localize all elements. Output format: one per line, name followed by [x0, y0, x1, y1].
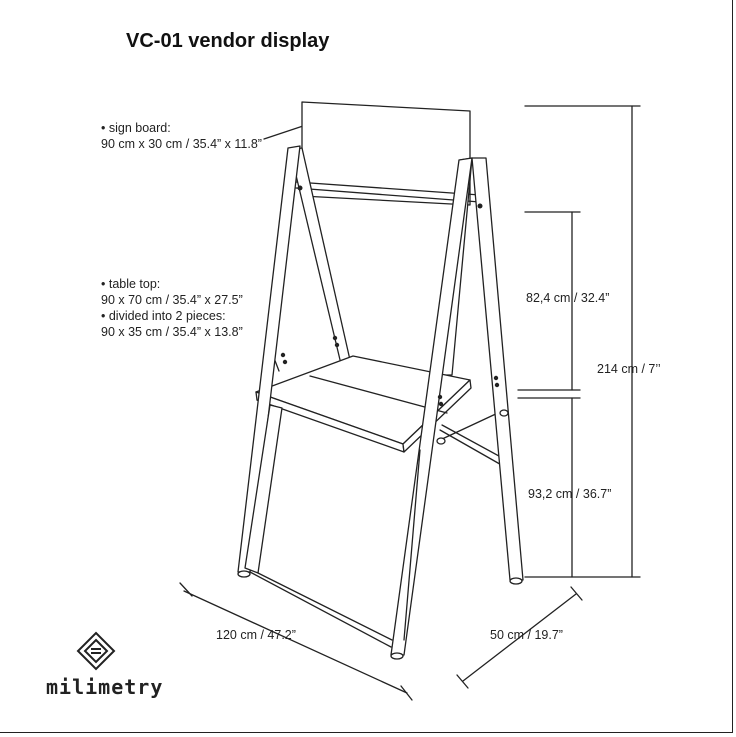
hinge-bolts: [280, 185, 500, 407]
depth-label: 50 cm / 19.7”: [490, 628, 563, 642]
upper-height-label: 82,4 cm / 32.4”: [526, 291, 610, 305]
sign-board-annotation: • sign board: 90 cm x 30 cm / 35.4” x 11…: [101, 120, 262, 152]
lower-height-label: 93,2 cm / 36.7”: [528, 487, 612, 501]
table-top-piece-size: 90 x 35 cm / 35.4” x 13.8”: [101, 325, 243, 339]
width-dimension-line: [179, 582, 413, 701]
leg-end-caps: [237, 409, 523, 660]
height-dimension-lines: [517, 105, 641, 578]
right-front-long-leg: [390, 157, 473, 656]
sign-board: [301, 101, 471, 206]
sign-board-label: • sign board:: [101, 121, 171, 135]
table-top-division-label: • divided into 2 pieces:: [101, 309, 226, 323]
depth-dimension-line: [456, 586, 583, 689]
left-front-long-leg: [237, 145, 301, 573]
table-top-divider: [309, 375, 448, 414]
total-height-label: 214 cm / 7’’: [597, 362, 661, 376]
width-label: 120 cm / 47.2”: [216, 628, 296, 642]
table-top: [255, 355, 472, 453]
diagram-title: VC-01 vendor display: [126, 30, 330, 52]
table-top-size: 90 x 70 cm / 35.4” x 27.5”: [101, 293, 243, 307]
table-top-annotation: • table top: 90 x 70 cm / 35.4” x 27.5” …: [101, 276, 243, 340]
table-top-label: • table top:: [101, 277, 161, 291]
diamond-logo-icon: [76, 631, 116, 671]
brand-name: milimetry: [46, 675, 164, 699]
lower-rear-panel: [244, 404, 421, 648]
sign-board-size: 90 cm x 30 cm / 35.4” x 11.8”: [101, 137, 262, 151]
sign-support-rod: [295, 181, 481, 203]
right-back-long-leg: [471, 157, 524, 581]
